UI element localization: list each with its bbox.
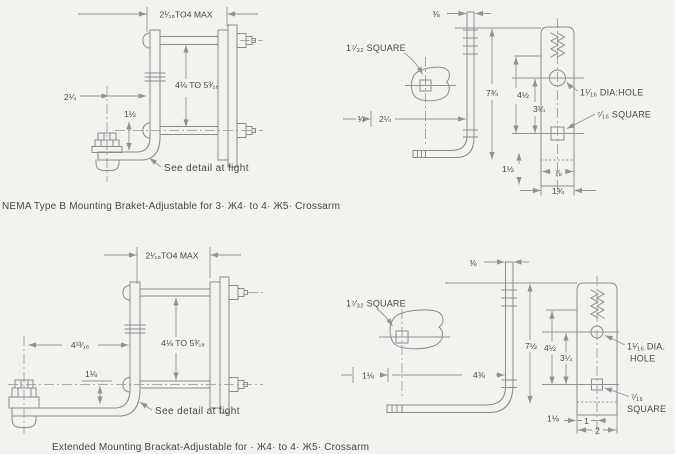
thread-zigzag (549, 32, 566, 58)
dimension-lines (343, 10, 596, 196)
dim-span: 4½ (544, 343, 556, 353)
bolt-heads (122, 284, 131, 393)
bracket-outline (91, 24, 256, 171)
dim-foot-b: 2¼ (379, 114, 392, 124)
nema-side-detail: ⅜ 1⁷⁄₃₂ SQUARE ¾ 2¼ 7¾ 4½ 3¼ 1½ ⅞ 1¾ 1¹⁄… (343, 9, 651, 198)
dim-span: 4½ (517, 90, 529, 100)
dimension-lines (78, 7, 258, 168)
strap-ticks (501, 289, 517, 388)
carriage-bolt-rods (159, 36, 219, 135)
see-detail-note: See detail at fight (155, 406, 240, 417)
dim-embed: 1⅛ (547, 414, 560, 424)
extended-front-view: 2¹⁄₁₆TO4 MAX 4⅛ TO 5³⁄₁₆ 4¹³⁄₁₆ 1⅛ See d… (8, 247, 263, 434)
detail-blob (410, 66, 450, 102)
centerlines (425, 18, 558, 198)
dim-arm-offset: 4¹³⁄₁₆ (71, 340, 89, 350)
extended-side-detail: ⅜ 1⁷⁄₃₂ SQUARE 1⅛ 4⅜ 7½ 4½ 3¼ 1⅛ 1 2 1¹⁄… (341, 258, 666, 437)
see-detail-note: See detail at fight (164, 163, 249, 174)
dim-strap-thickness: ⅜ (432, 9, 440, 19)
dimension-lines (28, 247, 241, 411)
dim-height-range: 4⅛ TO 5³⁄₁₆ (161, 338, 205, 348)
carriage-bolt-rods (139, 288, 211, 389)
dimension-lines (341, 259, 630, 434)
dim-plate-height: 7¾ (486, 88, 499, 98)
dim-strap-thickness: ⅜ (469, 258, 477, 268)
hole-diameter-label-line1: 1¹⁄₁₆ DIA. (627, 342, 665, 352)
bolt-heads (142, 32, 151, 139)
hex-nuts (228, 285, 248, 392)
adjustment-ticks (144, 72, 166, 82)
foot-end-ticks (417, 150, 426, 158)
hole-diameter-label: 1¹⁄₁₆ DIA:HOLE (580, 88, 643, 98)
dim-foot-a: 1⅛ (362, 371, 375, 381)
hex-nuts (236, 33, 256, 138)
strap-ticks (463, 29, 478, 138)
plate-outline (540, 26, 575, 187)
square-detail-label: 1⁷⁄₃₂ SQUARE (346, 43, 406, 53)
square-hole-label-line2: SQUARE (627, 404, 666, 414)
dim-width-max: 2¹⁄₁₆TO4 MAX (145, 251, 198, 261)
dim-drop: 1½ (124, 109, 136, 119)
square-hole-label-line1: ⁷⁄₁₆ (631, 392, 643, 402)
hole-diameter-label-line2: HOLE (630, 354, 655, 364)
strap-outline (386, 261, 618, 416)
dim-width: 1¾ (552, 186, 565, 196)
dim-hole-spacing: 3¼ (533, 104, 546, 114)
dim-half-width: ⅞ (554, 168, 562, 178)
dim-arm-offset: 2¼ (64, 92, 77, 102)
dim-width-max: 2¹⁄₁₆TO4 MAX (159, 10, 212, 20)
dim-width: 2 (595, 426, 600, 436)
dim-drop: 1⅛ (85, 369, 98, 379)
foot-end-ticks (391, 404, 403, 413)
dim-hole-spacing: 3¼ (560, 353, 573, 363)
dim-half-width: 1 (584, 416, 589, 426)
caption-extended-bracket: Extended Mounting Brackat-Adjustable for… (52, 442, 369, 453)
centerlines (106, 40, 263, 182)
plate-outline (576, 282, 618, 416)
square-detail-label: 1⁷⁄₃₂ SQUARE (346, 299, 406, 309)
dim-foot-b: 4⅜ (473, 370, 486, 380)
thread-zigzag (589, 289, 606, 319)
dim-embed: 1½ (502, 164, 514, 174)
dim-foot-a: ¾ (357, 114, 365, 124)
bracket-outline (8, 276, 248, 428)
strap-outline (410, 11, 575, 187)
nema-front-view: 2¹⁄₁₆TO4 MAX 4⅛ TO 5³⁄₁₆ 2¼ 1½ See detai… (64, 7, 263, 182)
dim-plate-height: 7½ (525, 341, 537, 351)
dim-height-range: 4⅛ TO 5³⁄₁₆ (175, 80, 219, 90)
detail-blob (389, 309, 444, 350)
adjustment-ticks (124, 324, 146, 334)
centerlines (8, 292, 263, 434)
centerlines (401, 276, 598, 437)
square-hole-label: ⁷⁄₁₆ SQUARE (597, 110, 651, 120)
caption-nema-bracket: NEMA Type B Mounting Braket-Adjustable f… (2, 201, 340, 212)
